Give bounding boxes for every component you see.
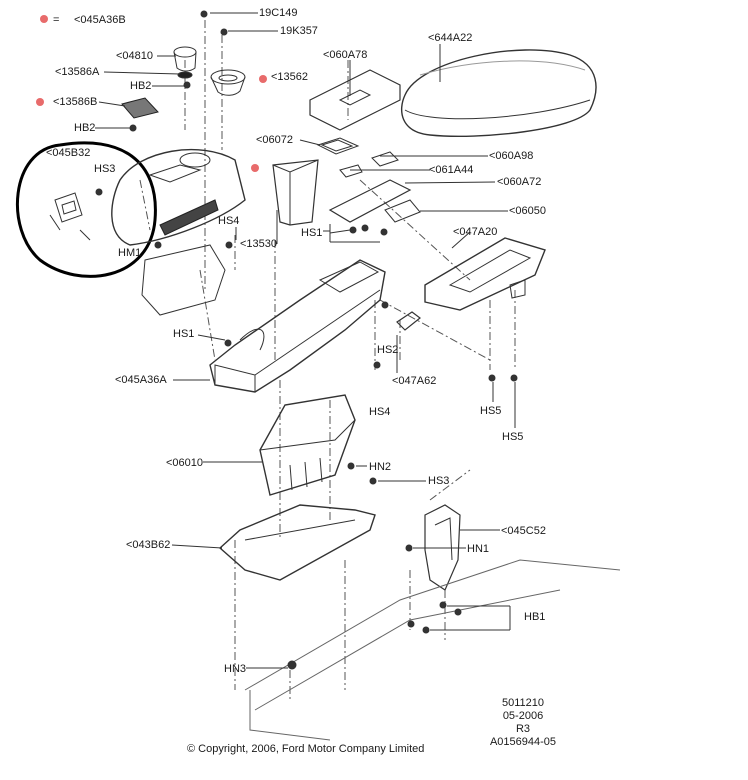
label-19C149: 19C149 <box>259 7 298 19</box>
label-04810: <04810 <box>116 50 154 62</box>
label-19K357: 19K357 <box>280 25 318 37</box>
label-047A62: <047A62 <box>392 375 437 387</box>
marker-console <box>251 164 259 172</box>
label-hb1: HB1 <box>524 611 546 623</box>
label-hs4-lower: HS4 <box>369 406 391 418</box>
copyright-notice: © Copyright, 2006, Ford Motor Company Li… <box>187 743 425 755</box>
drawing-revision: R3 <box>515 723 531 735</box>
label-644A22: <644A22 <box>428 32 473 44</box>
marker-13586B <box>36 98 44 106</box>
label-hs1-top: HS1 <box>301 227 323 239</box>
label-13562: <13562 <box>271 71 309 83</box>
label-043B62: <043B62 <box>126 539 171 551</box>
label-047A20: <047A20 <box>453 226 498 238</box>
label-hn2: HN2 <box>369 461 392 473</box>
label-hs5-a: HS5 <box>480 405 502 417</box>
label-hs4-top: HS4 <box>218 215 240 227</box>
label-06072: <06072 <box>256 134 294 146</box>
drawing-number: 5011210 <box>501 697 544 709</box>
legend-equals: = <box>53 14 60 26</box>
label-hn1: HN1 <box>467 543 490 555</box>
label-13530: <13530 <box>240 238 278 250</box>
label-hs3-circle: HS3 <box>94 163 116 175</box>
marker-13562 <box>259 75 267 83</box>
label-hs1-lower: HS1 <box>173 328 195 340</box>
label-hs5-b: HS5 <box>502 431 524 443</box>
label-hn3: HN3 <box>224 663 247 675</box>
label-13586A: <13586A <box>55 66 100 78</box>
legend-ref: <045A36B <box>74 14 126 26</box>
label-06050: <06050 <box>509 205 547 217</box>
label-060A72: <060A72 <box>497 176 542 188</box>
drawing-id: A0156944-05 <box>489 736 557 748</box>
label-045B32: <045B32 <box>46 147 91 159</box>
drawing-meta: 5011210 05-2006 R3 A0156944-05 <box>478 697 568 749</box>
label-hm1: HM1 <box>118 247 142 259</box>
legend-marker <box>40 15 48 23</box>
label-hs3-lower: HS3 <box>428 475 450 487</box>
label-060A78: <060A78 <box>323 49 368 61</box>
label-hb2-lower: HB2 <box>74 122 96 134</box>
label-061A44: <061A44 <box>429 164 474 176</box>
label-13586B: <13586B <box>53 96 98 108</box>
label-045A36A: <045A36A <box>115 374 167 386</box>
label-hb2-top: HB2 <box>130 80 152 92</box>
drawing-date: 05-2006 <box>502 710 544 722</box>
label-06010: <06010 <box>166 457 204 469</box>
label-045C52: <045C52 <box>501 525 546 537</box>
label-hs2: HS2 <box>377 344 399 356</box>
label-060A98: <060A98 <box>489 150 534 162</box>
